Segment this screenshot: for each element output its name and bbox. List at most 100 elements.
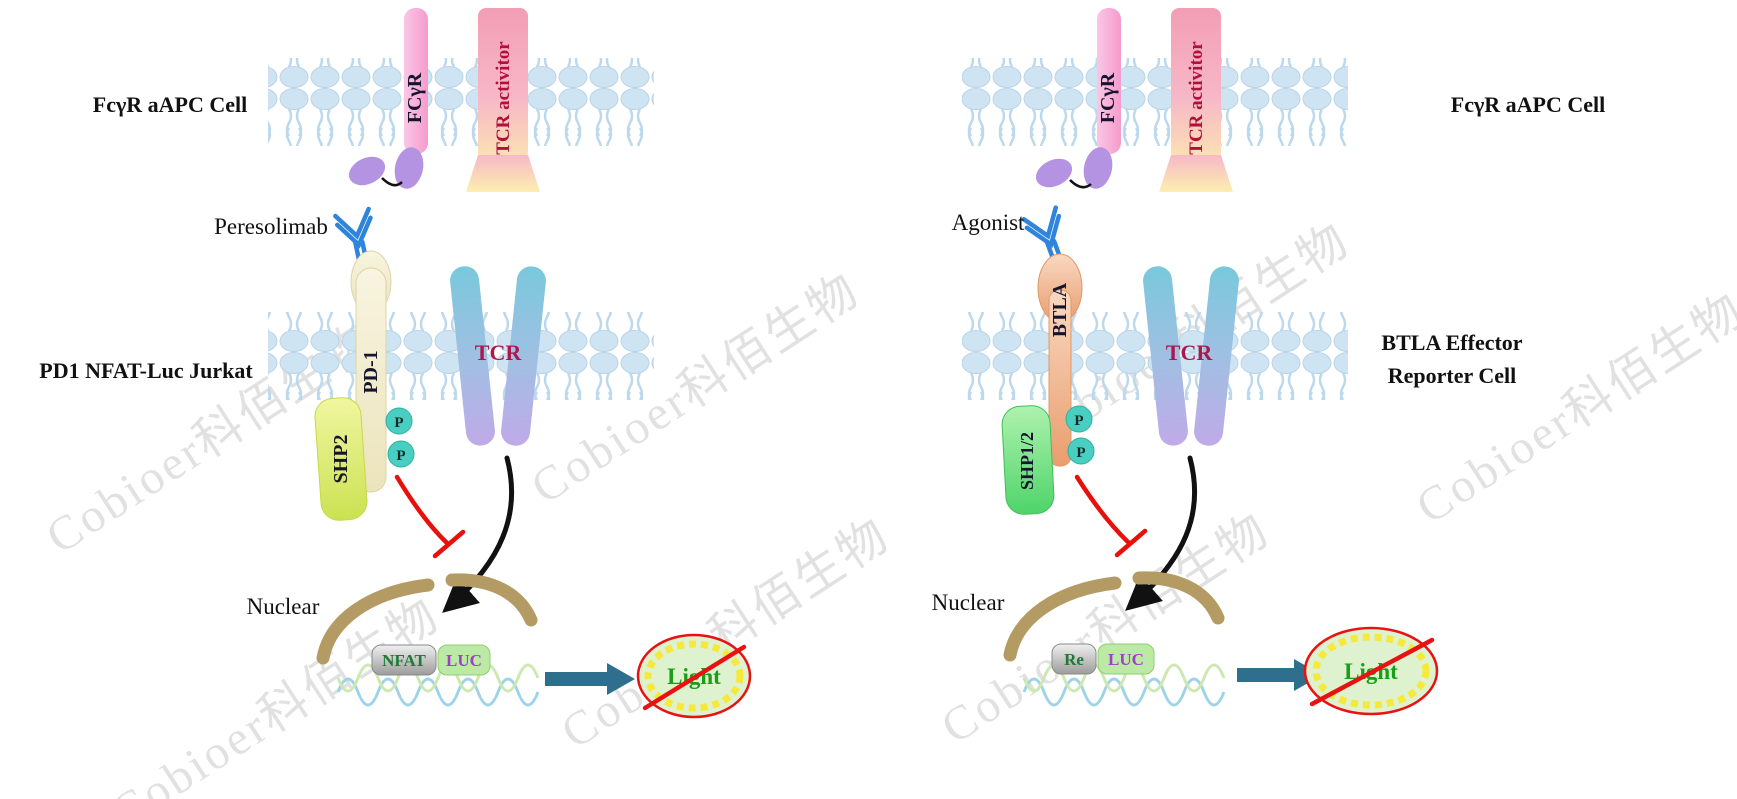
btla-label: BTLA [1049,282,1071,337]
pd1-receptor: PD-1 [350,250,392,493]
dna-strand [336,677,540,707]
signal-arrow [1125,455,1198,611]
inhibit-bar [1114,528,1148,558]
fcgr-receptor: FCγR [1035,8,1121,189]
apc-cell-label: FcγR aAPC Cell [1451,92,1605,117]
tcr-activator-flare [466,155,540,192]
shp12-label: SHP1/2 [1017,432,1037,490]
phospho-circle [385,407,413,435]
shp12: SHP1/2 [1001,405,1055,515]
light-off-indicator: Light [1303,626,1439,716]
luc-box [1097,643,1155,675]
dna-strand [1022,677,1226,707]
watermark-layer: Cobioer科佰生物 Cobioer科佰生物 Cobioer科佰生物 Cobi… [37,213,1737,799]
light-burst [644,640,744,712]
phospho-label: P [394,415,403,431]
fcgr-label: FCγR [404,72,426,123]
tcr-activator-bar [478,8,528,160]
left-panel: TCR activitor FCγR Peresolimab PD-1 [39,8,752,719]
phospho-label: P [1074,413,1083,429]
tcr-activator: TCR activitor [1159,8,1233,192]
fcgr-domain [394,147,424,189]
effector-cell-label-line1: BTLA Effector [1381,330,1522,355]
tcr-label: TCR [1166,340,1214,365]
nuclear-envelope-arc [1132,571,1225,625]
tcr-chain [501,266,546,446]
no-light-slash [1309,637,1435,707]
inhibition-arrow [394,474,466,559]
shp2: SHP2 [314,397,368,521]
nfat-label: NFAT [382,651,426,670]
light-burst [1312,633,1430,709]
right-panel: TCR activitor FCγR Agonist BTLA [932,8,1605,716]
nuclear-envelope-arc [316,578,435,665]
re-label: Re [1064,650,1084,669]
reporter-gene: NFAT LUC [336,644,540,707]
shp2-blob [314,397,368,521]
signal-arrow [442,455,515,613]
reporter-gene: Re LUC [1022,643,1226,707]
shp2-label: SHP2 [330,435,352,484]
tcr-label: TCR [475,340,523,365]
antibody-label: Agonist [952,210,1025,235]
tcr-receptor: TCR [450,266,546,446]
watermark: Cobioer科佰生物 [552,508,899,759]
btla-stalk [1048,289,1072,467]
tcr-activator-label: TCR activitor [493,41,514,155]
phospho-sites: P P [1065,405,1095,465]
result-arrow [1237,659,1322,691]
apc-membrane [962,58,1348,146]
tcr-activator-flare [1159,155,1233,192]
nucleus: Nuclear [247,573,538,665]
fcgr-domain [348,156,386,186]
tcr-chain [450,266,495,446]
tcr-activator-bar [1171,8,1221,160]
fcgr-domain [1083,147,1113,189]
fcgr-receptor: FCγR [348,8,428,189]
tcr-chain [1194,266,1239,446]
nuclear-envelope-arc [1003,576,1122,662]
re-box [1051,643,1097,675]
fcgr-domain [1035,158,1073,188]
fcgr-bar [1097,8,1121,154]
pd1-label: PD-1 [360,350,382,393]
phospho-circle [387,440,415,468]
effector-cell-label-line2: Reporter Cell [1388,363,1517,388]
jurkat-cell-label: PD1 NFAT-Luc Jurkat [39,358,253,383]
btla-receptor: BTLA [1037,253,1083,467]
light-off-indicator: Light [636,633,752,719]
apc-membrane [268,58,654,146]
antibody-arms [1021,205,1059,240]
nuclear-label: Nuclear [247,594,320,619]
tcr-activator-label: TCR activitor [1186,41,1207,155]
inhibit-bar [432,529,466,559]
apc-cell-label: FcγR aAPC Cell [93,92,247,117]
phospho-circle [1065,405,1093,433]
tcr-chain [1143,266,1188,446]
inhibit-curve [394,474,450,546]
antibody-arms-inner [1024,213,1062,249]
phospho-circle [1067,437,1095,465]
luc-label: LUC [446,651,482,670]
fcgr-linker [381,177,403,187]
watermark: Cobioer科佰生物 [1407,283,1737,534]
tcr-receptor: TCR [1143,266,1239,446]
result-arrow [545,663,635,695]
inhibit-curve [1074,474,1131,545]
antibody-arms [333,206,371,240]
nuclear-label: Nuclear [932,590,1005,615]
nuclear-envelope-arc [445,573,538,627]
fcgr-bar [404,8,428,154]
phospho-label: P [1076,445,1085,461]
phospho-label: P [396,448,405,464]
pd1-stalk [355,267,387,493]
nucleus: Nuclear [932,571,1225,662]
fcgr-label: FCγR [1097,72,1119,123]
shp12-blob [1001,405,1055,515]
antibody-arms-inner [335,215,373,249]
inhibition-arrow [1074,474,1148,558]
luc-label: LUC [1108,650,1144,669]
luc-box [437,644,491,676]
